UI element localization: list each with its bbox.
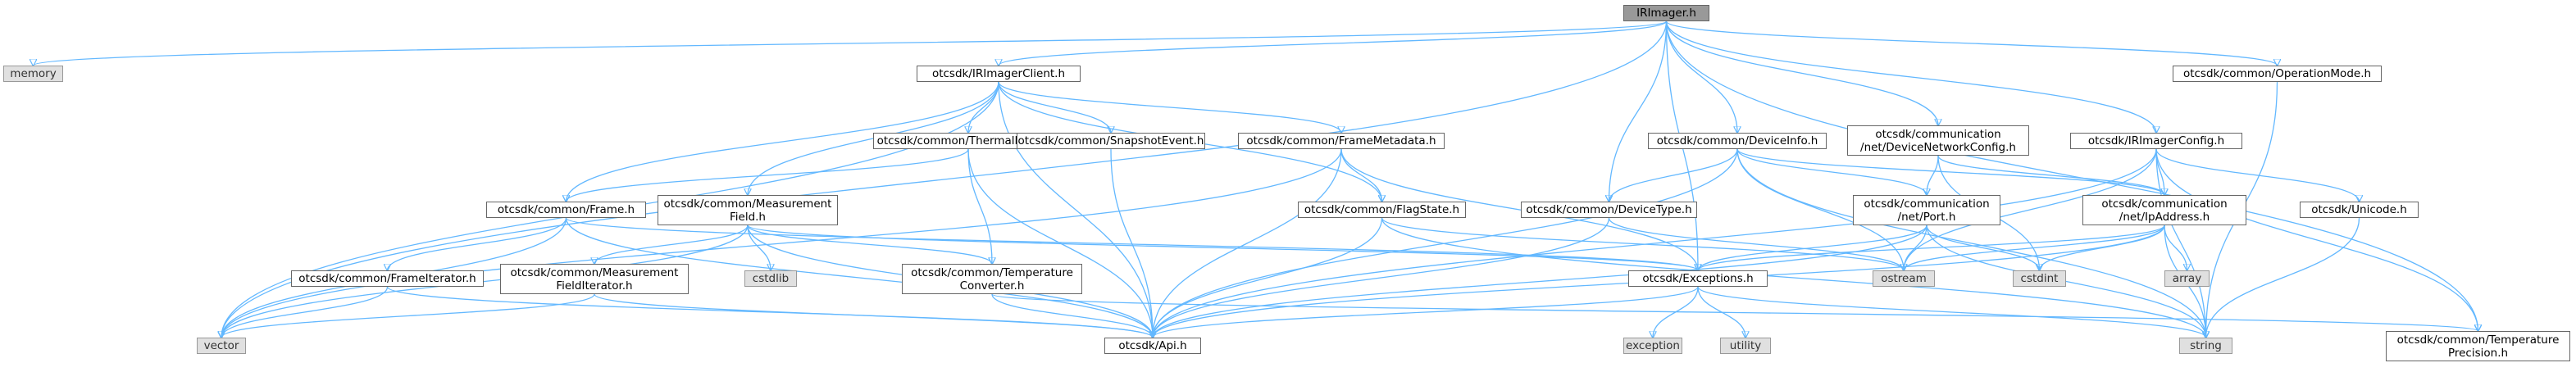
node-exception: exception (1623, 338, 1682, 354)
edge-client-to-api (998, 81, 1153, 338)
edge-flagstate-to-api (1153, 217, 1383, 338)
node-utility: utility (1720, 338, 1771, 354)
edge-irimager-to-devnetcfg (1665, 20, 1939, 125)
edge-irconfig-to-string (2155, 148, 2206, 338)
edge-devnetcfg-to-port (1927, 155, 1939, 195)
edge-frameiter-to-vector (221, 286, 389, 338)
edge-port-to-cstdint (1926, 225, 2040, 270)
edge-framemeta-to-exceptions (1340, 148, 1698, 270)
edge-ipaddr-to-exceptions (1698, 225, 2165, 270)
edge-irconfig-to-tempprec (2155, 148, 2478, 331)
edge-thermal-to-frame (567, 148, 969, 202)
edge-devnetcfg-to-ipaddr (1937, 155, 2164, 195)
edge-irimager-to-memory (34, 20, 1668, 66)
edge-snapshot-to-api (1110, 148, 1153, 338)
edge-port-to-exceptions (1698, 225, 1927, 270)
edge-mfield-to-exceptions (747, 225, 1698, 270)
edge-irimager-to-opmode (1665, 20, 2278, 66)
edge-mfield-to-mfielditer (594, 225, 749, 264)
node-devtype[interactable]: otcsdk/common/DeviceType.h (1521, 202, 1697, 218)
edge-devtype-to-ostream (1608, 217, 1905, 270)
node-mfield[interactable]: otcsdk/common/Measurement Field.h (658, 195, 838, 225)
edge-mfielditer-to-vector (221, 293, 595, 338)
edge-unicode-to-string (2206, 217, 2360, 338)
edge-irconfig-to-unicode (2155, 148, 2360, 202)
edge-devinfo-to-port (1736, 148, 1927, 195)
edge-tempconv-to-tempprec (991, 293, 2478, 331)
node-api[interactable]: otcsdk/Api.h (1104, 338, 1201, 354)
node-framemeta[interactable]: otcsdk/common/FrameMetadata.h (1238, 133, 1445, 149)
node-vector: vector (197, 338, 246, 354)
edge-flagstate-to-string (1381, 217, 2206, 338)
edge-irimager-to-tempprec (1665, 20, 2478, 331)
node-memory: memory (3, 66, 63, 82)
edge-mfield-to-vector (221, 225, 749, 338)
edge-mfield-to-tempconv (747, 225, 992, 264)
edge-frame-to-api (565, 217, 1154, 338)
edge-framemeta-to-api (1153, 148, 1342, 338)
node-flagstate[interactable]: otcsdk/common/FlagState.h (1298, 202, 1466, 218)
node-array: array (2164, 270, 2210, 287)
node-cstdlib: cstdlib (744, 270, 797, 287)
node-opmode[interactable]: otcsdk/common/OperationMode.h (2173, 66, 2382, 82)
edge-port-to-api (1153, 225, 1927, 338)
node-snapshot[interactable]: otcsdk/common/SnapshotEvent.h (1017, 133, 1205, 149)
edge-port-to-string (1926, 225, 2206, 338)
edge-frame-to-frameiter (388, 217, 567, 270)
edge-framemeta-to-flagstate (1340, 148, 1382, 202)
edge-framemeta-to-vector (221, 148, 1342, 338)
node-devnetcfg[interactable]: otcsdk/communication /net/DeviceNetworkC… (1847, 125, 2029, 156)
node-string: string (2179, 338, 2232, 354)
edge-irimager-to-devinfo (1665, 20, 1738, 133)
node-tempconv[interactable]: otcsdk/common/Temperature Converter.h (902, 264, 1082, 294)
edge-tempconv-to-api (991, 293, 1153, 338)
edge-irconfig-to-api (1153, 148, 2157, 338)
edge-exceptions-to-api (1153, 286, 1699, 338)
edge-client-to-snapshot (998, 81, 1111, 133)
edge-client-to-frame (567, 81, 999, 202)
edge-exceptions-to-utility (1697, 286, 1745, 338)
node-cstdint: cstdint (2013, 270, 2066, 287)
edge-exceptions-to-exception (1653, 286, 1699, 338)
edge-irimager-to-irconfig (1665, 20, 2157, 133)
edge-exceptions-to-string (1697, 286, 2206, 338)
node-ostream: ostream (1873, 270, 1935, 287)
edge-client-to-thermal (968, 81, 999, 133)
edge-irimager-to-devtype (1609, 20, 1668, 202)
edge-mfield-to-cstdlib (747, 225, 771, 270)
node-tempprec[interactable]: otcsdk/common/Temperature Precision.h (2386, 331, 2570, 361)
edge-devinfo-to-string (1736, 148, 2206, 338)
edge-devinfo-to-devtype (1609, 148, 1738, 202)
edge-irimager-to-client (999, 20, 1668, 66)
edge-mfielditer-to-api (594, 293, 1153, 338)
edge-flagstate-to-ostream (1381, 217, 1905, 270)
edge-frame-to-exceptions (565, 217, 1699, 270)
node-mfielditer[interactable]: otcsdk/common/Measurement FieldIterator.… (500, 264, 689, 294)
node-frame[interactable]: otcsdk/common/Frame.h (486, 202, 646, 218)
node-unicode[interactable]: otcsdk/Unicode.h (2300, 202, 2419, 218)
node-frameiter[interactable]: otcsdk/common/FrameIterator.h (291, 270, 484, 287)
edge-client-to-framemeta (998, 81, 1341, 133)
edge-thermal-to-tempconv (967, 148, 992, 264)
node-devinfo[interactable]: otcsdk/common/DeviceInfo.h (1648, 133, 1827, 149)
node-irconfig[interactable]: otcsdk/IRImagerConfig.h (2070, 133, 2242, 149)
edge-devtype-to-api (1153, 217, 1610, 338)
node-irimager[interactable]: IRImager.h (1623, 5, 1709, 21)
node-client[interactable]: otcsdk/IRImagerClient.h (917, 66, 1081, 82)
node-ipaddr[interactable]: otcsdk/communication /net/IpAddress.h (2082, 195, 2246, 225)
node-port[interactable]: otcsdk/communication /net/Port.h (1853, 195, 2000, 225)
node-exceptions[interactable]: otcsdk/Exceptions.h (1628, 270, 1768, 287)
node-thermal[interactable]: otcsdk/common/ThermalFrame.h (873, 133, 1063, 149)
edge-ipaddr-to-ostream (1904, 225, 2165, 270)
edge-devinfo-to-ipaddr (1736, 148, 2164, 195)
